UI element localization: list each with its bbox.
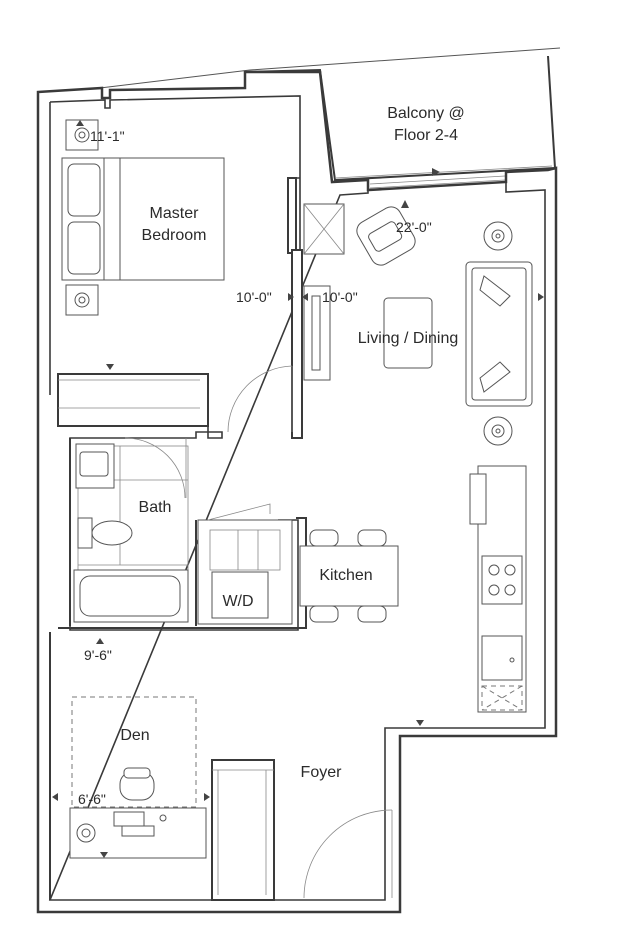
living-depth-dim: 10'-0" [322, 289, 358, 305]
floor-lamp-bottom [483, 416, 513, 446]
bath-fixtures [73, 443, 189, 623]
interior-walls [49, 177, 307, 901]
bath-label: Bath [139, 499, 172, 516]
den-furniture [69, 696, 207, 859]
kitchen-label: Kitchen [319, 567, 372, 584]
balcony-label-line1: Balcony @ [387, 105, 465, 122]
nightstand-lamp-bottom [65, 284, 99, 316]
dimension-arrows [52, 120, 544, 858]
sofa [465, 261, 533, 407]
den-depth-dim: 6'-6" [78, 791, 106, 807]
master-bedroom-label-line1: Master [150, 205, 200, 222]
tv-unit [303, 285, 331, 381]
den-width-dim: 9'-6" [84, 647, 112, 663]
balcony [99, 47, 561, 189]
bedroom-depth-dim: 10'-0" [236, 289, 272, 305]
bedroom-width-dim: 11'-1" [90, 128, 125, 144]
armchair [356, 206, 416, 266]
balcony-label-line2: Floor 2-4 [394, 127, 458, 144]
living-dining-label: Living / Dining [358, 330, 459, 347]
floor-lamp-top [483, 221, 513, 251]
wd-label: W/D [222, 593, 253, 610]
den-label: Den [120, 727, 149, 744]
kitchen-counter [469, 465, 527, 713]
wd-closet [197, 503, 293, 625]
door-swings [124, 365, 393, 899]
bed [61, 157, 225, 281]
dining-table [299, 529, 399, 623]
mechanical-shaft [303, 203, 345, 255]
master-bedroom-label-line2: Bedroom [142, 227, 207, 244]
foyer-label: Foyer [301, 764, 343, 781]
coffee-table [383, 297, 433, 369]
living-width-dim: 22'-0" [396, 219, 432, 235]
